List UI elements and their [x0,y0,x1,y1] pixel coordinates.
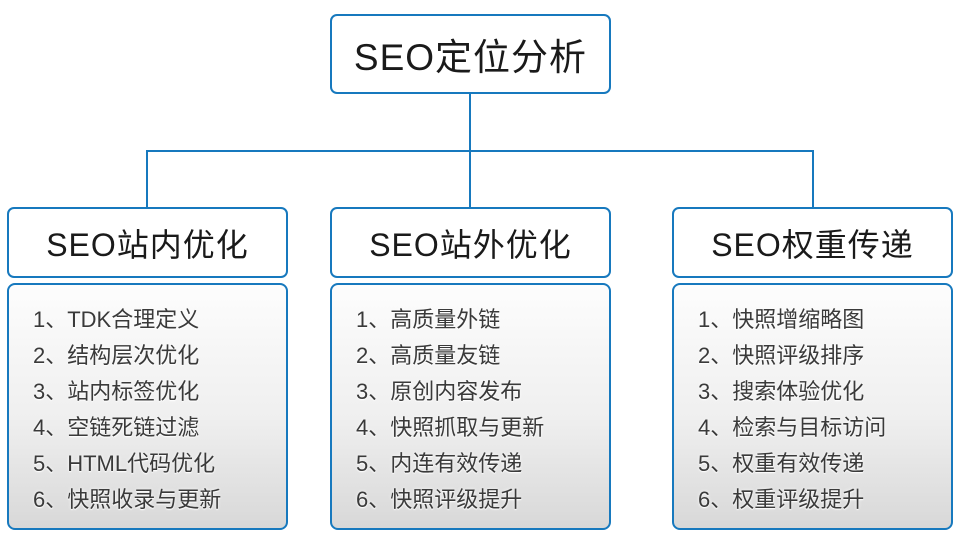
list-item: 1、高质量外链 [356,307,501,332]
branch-header-weight: SEO权重传递 [672,207,953,278]
list-item: 3、站内标签优化 [33,379,200,404]
list-item: 6、快照收录与更新 [33,487,222,512]
branch-list-weight: 1、快照增缩略图 2、快照评级排序 3、搜索体验优化 4、检索与目标访问 5、权… [672,283,953,530]
list-item: 3、原创内容发布 [356,379,523,404]
list-item: 1、快照增缩略图 [698,307,865,332]
list-item: 5、HTML代码优化 [33,451,216,476]
connector-horizontal-bar [147,150,814,152]
list-item: 2、结构层次优化 [33,343,200,368]
connector-drop-left [146,150,148,208]
list-item: 4、空链死链过滤 [33,415,200,440]
branch-header-offsite: SEO站外优化 [330,207,611,278]
list-item: 6、权重评级提升 [698,487,865,512]
list-item: 3、搜索体验优化 [698,379,865,404]
list-item: 5、权重有效传递 [698,451,865,476]
branch-title-weight: SEO权重传递 [711,226,914,263]
list-item: 4、检索与目标访问 [698,415,887,440]
branch-list-offsite: 1、高质量外链 2、高质量友链 3、原创内容发布 4、快照抓取与更新 5、内连有… [330,283,611,530]
connector-drop-right [812,150,814,208]
connector-drop-middle [469,150,471,208]
list-item: 2、高质量友链 [356,343,501,368]
branch-header-onsite: SEO站内优化 [7,207,288,278]
branch-title-onsite: SEO站内优化 [46,226,249,263]
list-item: 6、快照评级提升 [356,487,523,512]
root-node-title: SEO定位分析 [353,37,588,78]
list-item: 2、快照评级排序 [698,343,865,368]
list-item: 4、快照抓取与更新 [356,415,545,440]
list-item: 5、内连有效传递 [356,451,523,476]
root-node: SEO定位分析 [330,14,611,94]
branch-title-offsite: SEO站外优化 [369,226,572,263]
list-item: 1、TDK合理定义 [33,307,200,332]
connector-root-stem [469,94,471,151]
branch-list-onsite: 1、TDK合理定义 2、结构层次优化 3、站内标签优化 4、空链死链过滤 5、H… [7,283,288,530]
